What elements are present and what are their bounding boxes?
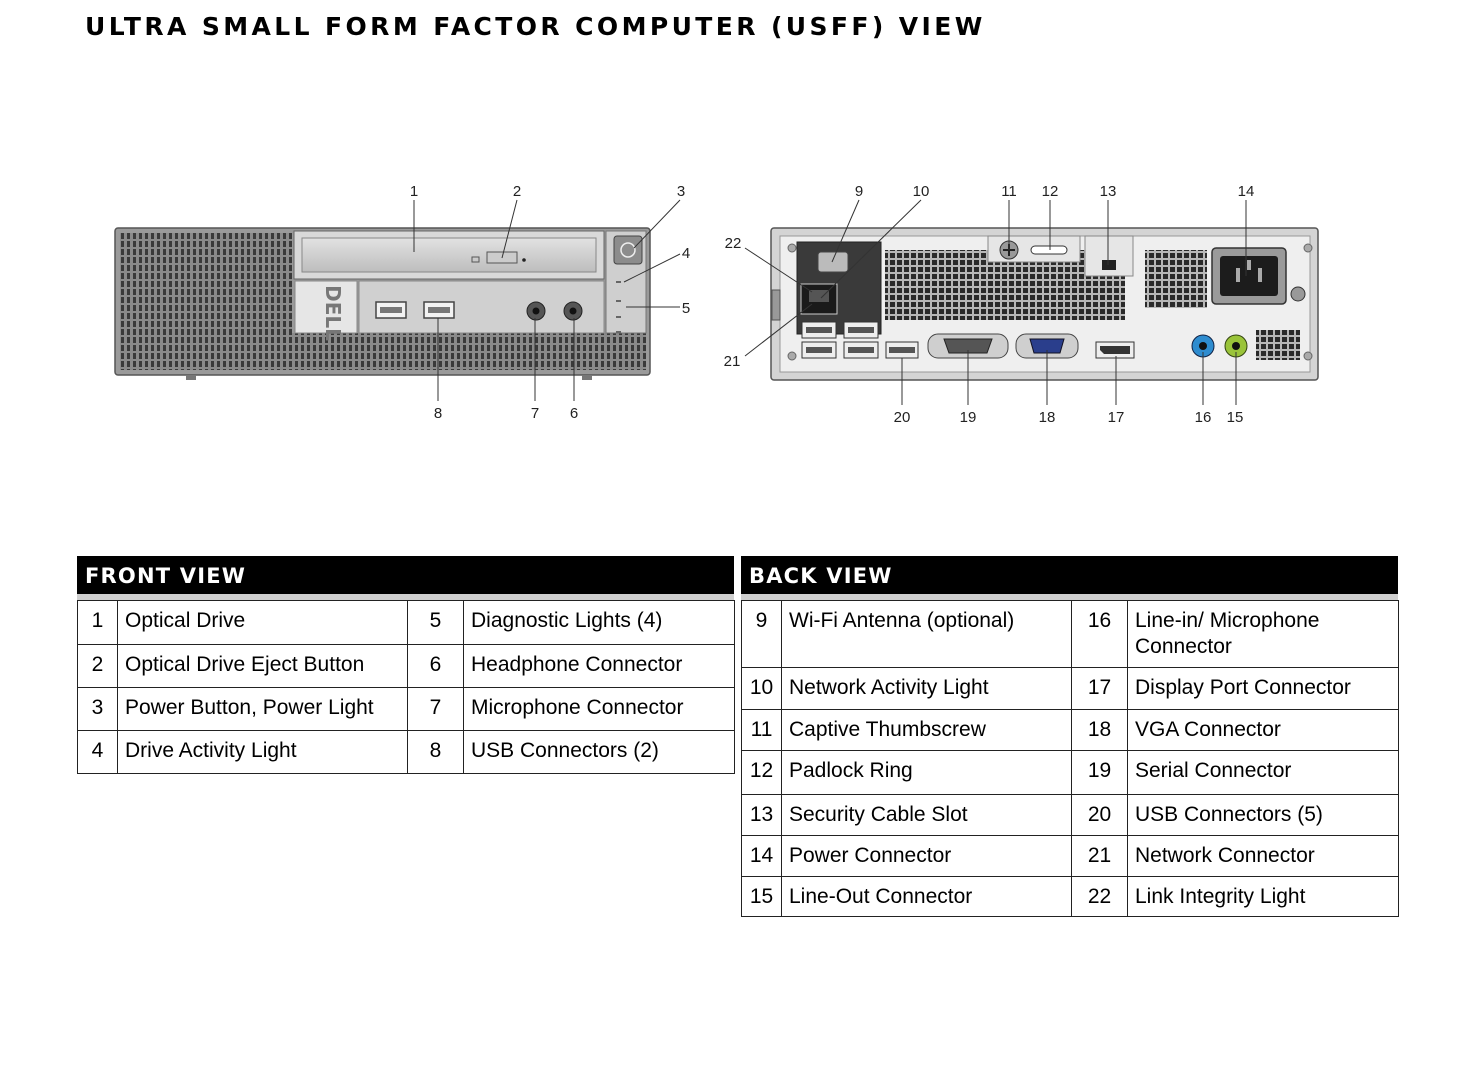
callout-11: 11 [1001, 183, 1017, 200]
callout-14: 14 [1238, 183, 1255, 200]
callout-1: 1 [410, 183, 418, 200]
callout-7: 7 [531, 405, 539, 422]
front-view-heading: FRONT VIEW [77, 556, 734, 594]
table-row: 10 Network Activity Light 17 Display Por… [741, 667, 1399, 710]
table-row: 9 Wi-Fi Antenna (optional) 16 Line-in/ M… [741, 600, 1399, 668]
front-chassis: DELL [114, 227, 651, 380]
table-row: 2 Optical Drive Eject Button 6 Headphone… [77, 644, 735, 688]
back-view-heading: BACK VIEW [741, 556, 1398, 594]
front-view-table: 1 Optical Drive 5 Diagnostic Lights (4) … [77, 600, 735, 774]
callout-3: 3 [677, 183, 685, 200]
table-row: 3 Power Button, Power Light 7 Microphone… [77, 687, 735, 731]
table-row: 15 Line-Out Connector 22 Link Integrity … [741, 876, 1399, 917]
table-row: 1 Optical Drive 5 Diagnostic Lights (4) [77, 600, 735, 645]
callout-22: 22 [725, 235, 742, 252]
callout-8: 8 [434, 405, 442, 422]
callout-16: 16 [1195, 409, 1212, 426]
callout-13: 13 [1100, 183, 1117, 200]
callout-18: 18 [1039, 409, 1056, 426]
callout-17: 17 [1108, 409, 1125, 426]
table-row: 11 Captive Thumbscrew 18 VGA Connector [741, 709, 1399, 751]
back-view-panel: BACK VIEW 9 Wi-Fi Antenna (optional) 16 … [741, 556, 1399, 917]
callout-21: 21 [724, 353, 741, 370]
front-view-panel: FRONT VIEW 1 Optical Drive 5 Diagnostic … [77, 556, 735, 774]
callout-12: 12 [1042, 183, 1059, 200]
table-row: 14 Power Connector 21 Network Connector [741, 835, 1399, 877]
callout-4: 4 [682, 245, 690, 262]
callout-6: 6 [570, 405, 578, 422]
back-chassis [770, 227, 1319, 381]
callout-2: 2 [513, 183, 521, 200]
table-row: 4 Drive Activity Light 8 USB Connectors … [77, 730, 735, 774]
dell-logo: DELL [321, 285, 345, 341]
callout-5: 5 [682, 300, 690, 317]
callout-15: 15 [1227, 409, 1244, 426]
callout-19: 19 [960, 409, 977, 426]
table-row: 12 Padlock Ring 19 Serial Connector [741, 750, 1399, 795]
callout-20: 20 [894, 409, 911, 426]
computer-diagram: DELL 1 2 3 4 5 6 7 8 [114, 183, 1319, 426]
callout-10: 10 [913, 183, 930, 200]
back-view-table: 9 Wi-Fi Antenna (optional) 16 Line-in/ M… [741, 600, 1399, 917]
page-title: ULTRA SMALL FORM FACTOR COMPUTER (USFF) … [85, 12, 986, 41]
callout-9: 9 [855, 183, 863, 200]
table-row: 13 Security Cable Slot 20 USB Connectors… [741, 794, 1399, 836]
